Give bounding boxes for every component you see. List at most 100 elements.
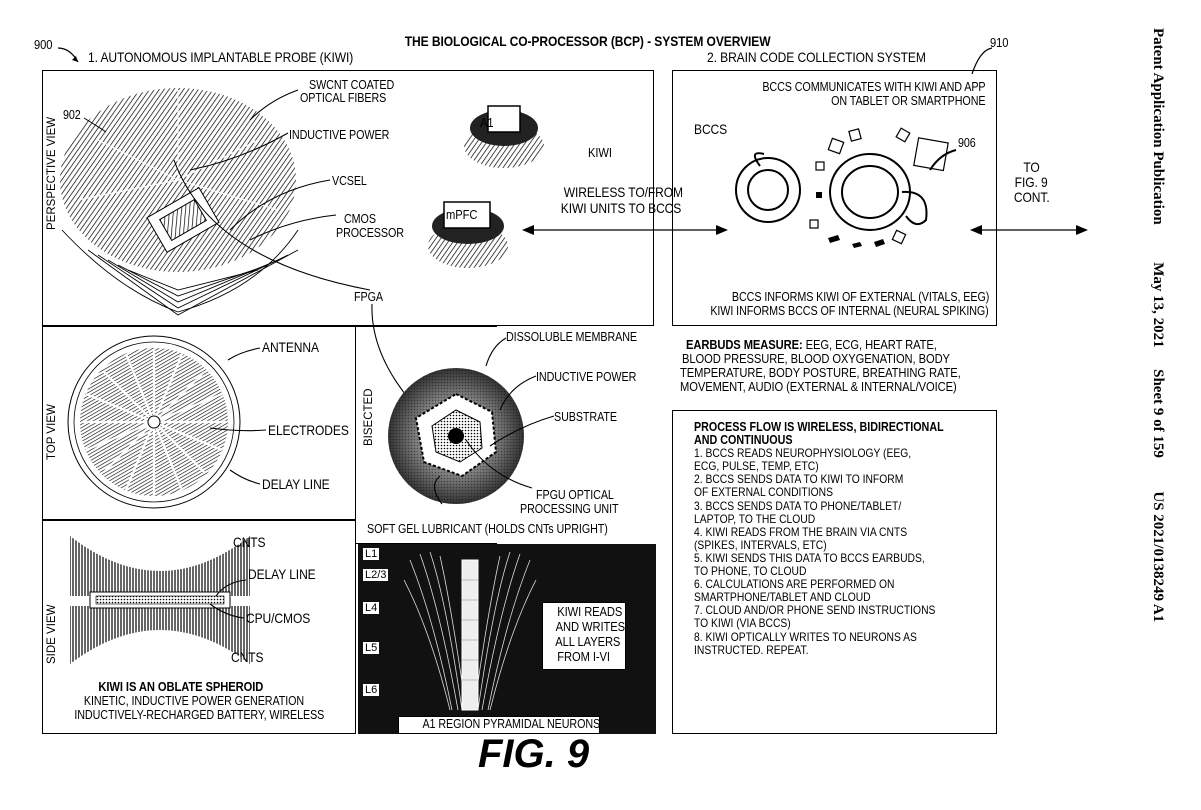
label-fpgu-line2: PROCESSING UNIT xyxy=(520,502,619,516)
process-heading-line1: PROCESS FLOW IS WIRELESS, BIDIRECTIONAL xyxy=(694,420,944,434)
layer-label-l4: L4 xyxy=(363,602,380,614)
process-line: TO KIWI (VIA BCCS) xyxy=(694,616,791,631)
kiwi-reads-line4: FROM I-VI xyxy=(557,649,610,664)
earbuds-line3: TEMPERATURE, BODY POSTURE, BREATHING RAT… xyxy=(680,365,961,380)
layer-label-l23: L2/3 xyxy=(363,569,389,581)
ref-902-leader xyxy=(83,117,107,133)
label-fpga: FPGA xyxy=(354,290,383,304)
label-inductive-power: INDUCTIVE POWER xyxy=(289,128,390,142)
bccs-inform-line2: KIWI INFORMS BCCS OF INTERNAL (NEURAL SP… xyxy=(710,304,989,318)
label-delay-line-side: DELAY LINE xyxy=(248,566,316,582)
process-line: SMARTPHONE/TABLET AND CLOUD xyxy=(694,590,871,605)
label-cnts-bottom: CNTS xyxy=(231,649,264,665)
diagram-title: THE BIOLOGICAL CO-PROCESSOR (BCP) - SYST… xyxy=(404,33,771,49)
process-line: 2. BCCS SENDS DATA TO KIWI TO INFORM xyxy=(694,472,904,487)
label-electrodes: ELECTRODES xyxy=(268,422,349,438)
oblate-spheroid-caption: KIWI IS AN OBLATE SPHEROID xyxy=(98,679,264,694)
kiwi-bisected-illustration xyxy=(388,368,524,504)
to-fig-line1: TO xyxy=(1023,159,1040,175)
sheet-number: Sheet 9 of 159 xyxy=(1150,369,1166,458)
side-view-leaders xyxy=(209,579,247,619)
top-view-leaders xyxy=(209,347,267,485)
chip-a1-label: A1 xyxy=(480,115,494,130)
wireless-double-arrow xyxy=(522,225,728,235)
layer-label-l6: L6 xyxy=(363,684,380,696)
side-view-desc-line2: INDUCTIVELY-RECHARGED BATTERY, WIRELESS xyxy=(74,708,325,722)
label-fpgu-line1: FPGU OPTICAL xyxy=(536,488,614,502)
ref-906: 906 xyxy=(958,136,976,150)
ref-902: 902 xyxy=(63,108,81,122)
bisected-label: BISECTED xyxy=(363,388,375,446)
ref-900: 900 xyxy=(34,37,53,52)
label-cmos-line2: PROCESSOR xyxy=(336,226,404,240)
layer-label-l1: L1 xyxy=(363,548,380,560)
pyramidal-neurons-illustration xyxy=(403,551,537,711)
bccs-comm-line1: BCCS COMMUNICATES WITH KIWI AND APP xyxy=(761,80,985,94)
bccs-panel xyxy=(672,70,997,326)
layer-label-l5: L5 xyxy=(363,642,380,654)
label-antenna: ANTENNA xyxy=(262,339,319,355)
bccs-comm-line2: ON TABLET OR SMARTPHONE xyxy=(830,94,985,108)
label-delay-line-top: DELAY LINE xyxy=(262,476,330,492)
chip-mpfc-illustration xyxy=(428,201,508,268)
process-line: 5. KIWI SENDS THIS DATA TO BCCS EARBUDS, xyxy=(694,550,925,565)
process-line: 8. KIWI OPTICALLY WRITES TO NEURONS AS xyxy=(694,629,917,644)
label-soft-gel: SOFT GEL LUBRICANT (HOLDS CNTs UPRIGHT) xyxy=(367,522,608,536)
kiwi-side-view-illustration xyxy=(70,536,250,664)
wireless-line1: WIRELESS TO/FROM xyxy=(563,184,683,200)
continuation-double-arrow xyxy=(970,225,1088,235)
ref-910: 910 xyxy=(990,35,1009,50)
process-line: 7. CLOUD AND/OR PHONE SEND INSTRUCTIONS xyxy=(694,603,936,618)
earbuds-line1-rest: EEG, ECG, HEART RATE, xyxy=(802,337,937,352)
neurons-caption-box xyxy=(398,716,600,734)
top-view-panel xyxy=(42,326,356,520)
label-swcnt-line2: OPTICAL FIBERS xyxy=(300,91,387,105)
label-cnts-top: CNTS xyxy=(233,534,266,550)
kiwi-top-view-illustration xyxy=(67,335,241,509)
perspective-leader-lines xyxy=(173,89,370,291)
label-bisected-inductive: INDUCTIVE POWER xyxy=(536,370,637,384)
side-view-panel xyxy=(42,520,356,734)
earbuds-line4: MOVEMENT, AUDIO (EXTERNAL & INTERNAL/VOI… xyxy=(680,379,957,394)
process-panel xyxy=(672,410,997,734)
bccs-inform-line1: BCCS INFORMS KIWI OF EXTERNAL (VITALS, E… xyxy=(731,290,989,304)
publication-date: May 13, 2021 xyxy=(1150,262,1166,348)
process-line: ECG, PULSE, TEMP, ETC) xyxy=(694,459,819,474)
label-cpu-cmos: CPU/CMOS xyxy=(246,610,311,626)
kiwi-reads-line1: KIWI READS xyxy=(557,604,623,619)
right-margin-header: Patent Application Publication May 13, 2… xyxy=(1138,28,1178,798)
perspective-panel xyxy=(42,70,654,326)
top-view-label: TOP VIEW xyxy=(46,404,58,460)
process-line: TO PHONE, TO CLOUD xyxy=(694,564,807,579)
earbuds-heading: EARBUDS MEASURE: xyxy=(686,337,803,352)
label-dissoluble-membrane: DISSOLUBLE MEMBRANE xyxy=(506,330,637,344)
earbuds-line2: BLOOD PRESSURE, BLOOD OXYGENATION, BODY xyxy=(682,351,950,366)
process-heading-line2: AND CONTINUOUS xyxy=(694,433,793,448)
perspective-view-label: PERSPECTIVE VIEW xyxy=(46,116,58,230)
label-vcsel: VCSEL xyxy=(332,174,367,188)
publication-label: Patent Application Publication xyxy=(1150,28,1166,225)
figure-label: FIG. 9 xyxy=(478,732,590,776)
process-line: (SPIKES, INTERVALS, ETC) xyxy=(694,537,827,552)
kiwi-perspective-illustration xyxy=(60,88,299,316)
process-flow-text: PROCESS FLOW IS WIRELESS, BIDIRECTIONAL … xyxy=(694,420,944,657)
section2-heading: 2. BRAIN CODE COLLECTION SYSTEM xyxy=(707,49,926,65)
kiwi-reads-line3: ALL LAYERS xyxy=(555,634,621,649)
bisected-leaders xyxy=(433,337,555,505)
side-view-label: SIDE VIEW xyxy=(46,604,58,664)
ref-900-arrow xyxy=(57,47,79,63)
earbuds-illustration xyxy=(735,127,957,248)
neurons-caption: A1 REGION PYRAMIDAL NEURONS xyxy=(422,717,601,731)
to-fig-line2: FIG. 9 xyxy=(1014,174,1048,190)
process-line: 6. CALCULATIONS ARE PERFORMED ON xyxy=(694,577,895,592)
section1-heading: 1. AUTONOMOUS IMPLANTABLE PROBE (KIWI) xyxy=(88,49,354,65)
label-kiwi: KIWI xyxy=(588,145,612,160)
process-line: 3. BCCS SENDS DATA TO PHONE/TABLET/ xyxy=(694,498,902,513)
process-line: OF EXTERNAL CONDITIONS xyxy=(694,485,833,500)
label-cmos-line1: CMOS xyxy=(344,212,376,226)
kiwi-reads-box xyxy=(542,602,626,670)
process-line: 4. KIWI READS FROM THE BRAIN VIA CNTS xyxy=(694,524,908,539)
process-line: 1. BCCS READS NEUROPHYSIOLOGY (EEG, xyxy=(694,446,912,461)
bccs-label: BCCS xyxy=(694,121,728,137)
wireless-line2: KIWI UNITS TO BCCS xyxy=(560,200,682,216)
